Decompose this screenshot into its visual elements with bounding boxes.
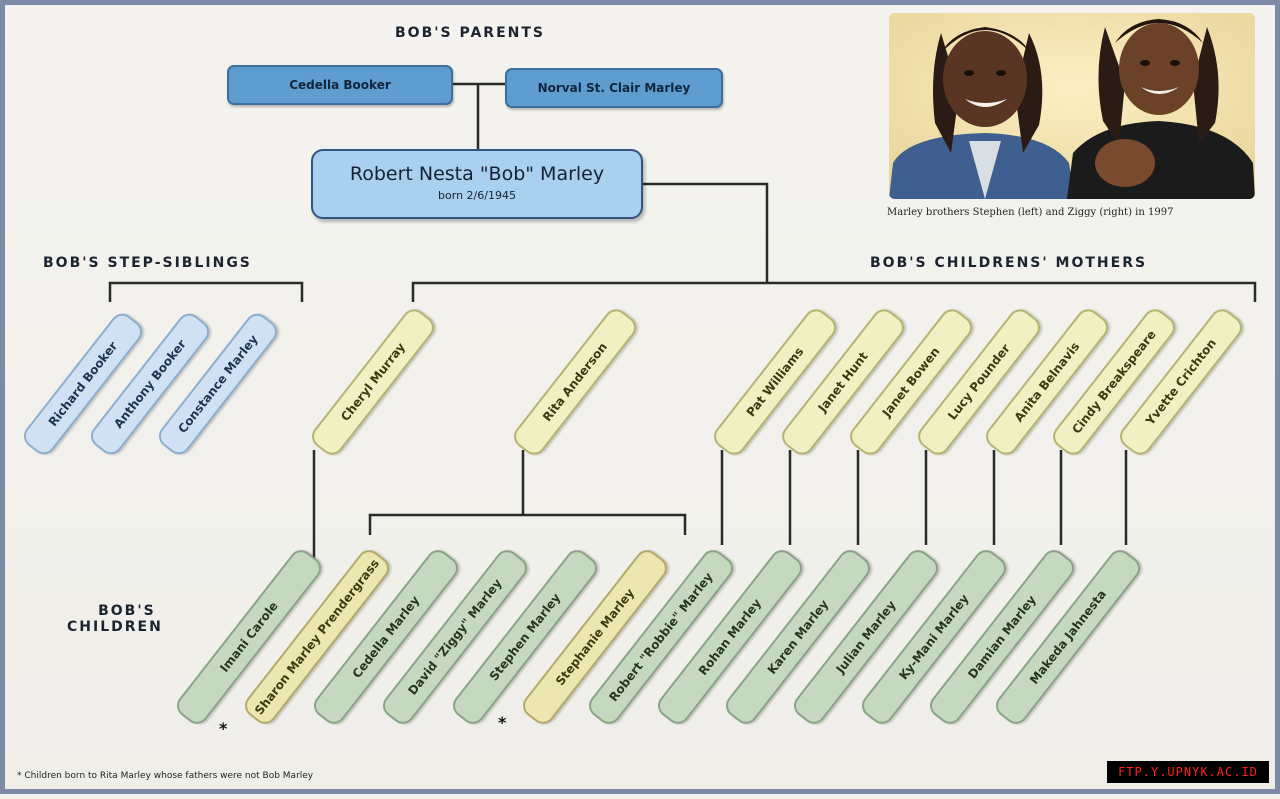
- connector-lines: [108, 82, 1257, 565]
- bob-name: Robert Nesta "Bob" Marley: [349, 163, 605, 185]
- bob-born: born 2/6/1945: [438, 189, 516, 202]
- asterisk-marker: *: [498, 713, 507, 732]
- marley-brothers-photo: [889, 13, 1255, 199]
- watermark: FTP.Y.UPNYK.AC.ID: [1107, 761, 1269, 783]
- parent-box-father: Norval St. Clair Marley: [505, 68, 723, 108]
- bob-marley-box: Robert Nesta "Bob" Marley born 2/6/1945: [311, 149, 643, 219]
- asterisk-marker: *: [219, 719, 228, 738]
- heading-children-line2: CHILDREN: [67, 619, 163, 635]
- footnote: * Children born to Rita Marley whose fat…: [17, 771, 313, 781]
- footnote-asterisk: *: [17, 771, 22, 781]
- footnote-text: Children born to Rita Marley whose fathe…: [24, 771, 314, 781]
- parent-box-mother: Cedella Booker: [227, 65, 453, 105]
- heading-children-line1: BOB'S: [98, 603, 156, 619]
- heading-step-siblings: BOB'S STEP-SIBLINGS: [43, 255, 252, 271]
- heading-children: BOB'S CHILDREN: [67, 603, 163, 635]
- heading-parents: BOB'S PARENTS: [395, 25, 545, 41]
- photo-caption: Marley brothers Stephen (left) and Ziggy…: [887, 207, 1174, 218]
- heading-mothers: BOB'S CHILDRENS' MOTHERS: [870, 255, 1148, 271]
